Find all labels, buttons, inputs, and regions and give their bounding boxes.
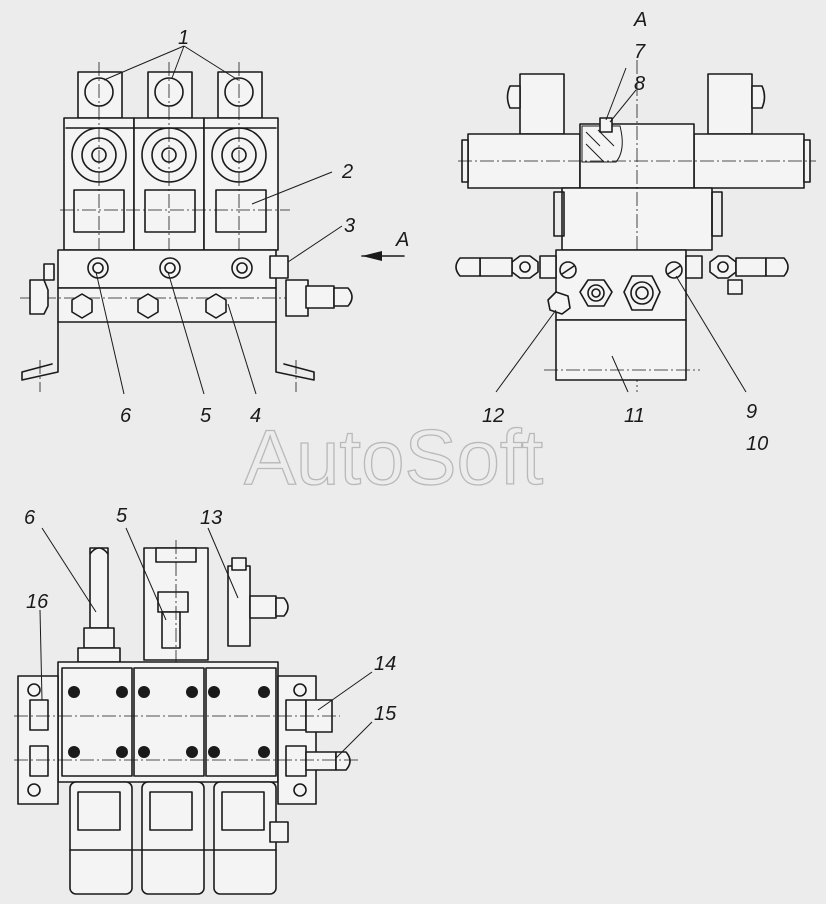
view-arrow-label: A bbox=[395, 229, 409, 251]
callout-15: 15 bbox=[374, 703, 397, 725]
callout-5-top-view: 5 bbox=[116, 505, 128, 527]
callout-3: 3 bbox=[344, 215, 355, 237]
top-view bbox=[14, 540, 360, 895]
callout-4: 4 bbox=[250, 405, 261, 427]
callout-7: 7 bbox=[634, 41, 646, 63]
callout-2: 2 bbox=[341, 161, 353, 183]
callout-9: 9 bbox=[746, 401, 757, 423]
callout-12: 12 bbox=[482, 405, 504, 427]
callout-16: 16 bbox=[26, 591, 49, 613]
callout-8: 8 bbox=[634, 73, 645, 95]
side-view-a bbox=[455, 60, 816, 392]
callout-6: 6 bbox=[120, 405, 132, 427]
callout-13: 13 bbox=[200, 507, 222, 529]
top-view-leaders bbox=[39, 527, 373, 759]
section-view-label: A bbox=[633, 9, 647, 31]
callout-14: 14 bbox=[374, 653, 396, 675]
watermark: AutoSoft bbox=[244, 413, 544, 501]
front-view-leaders bbox=[95, 45, 405, 395]
callout-6-top-view: 6 bbox=[24, 507, 36, 529]
callout-11: 11 bbox=[624, 405, 645, 427]
front-view bbox=[20, 62, 353, 392]
side-view-leaders bbox=[495, 67, 747, 393]
callout-5: 5 bbox=[200, 405, 212, 427]
callout-10: 10 bbox=[746, 433, 768, 455]
callout-1: 1 bbox=[178, 27, 189, 49]
